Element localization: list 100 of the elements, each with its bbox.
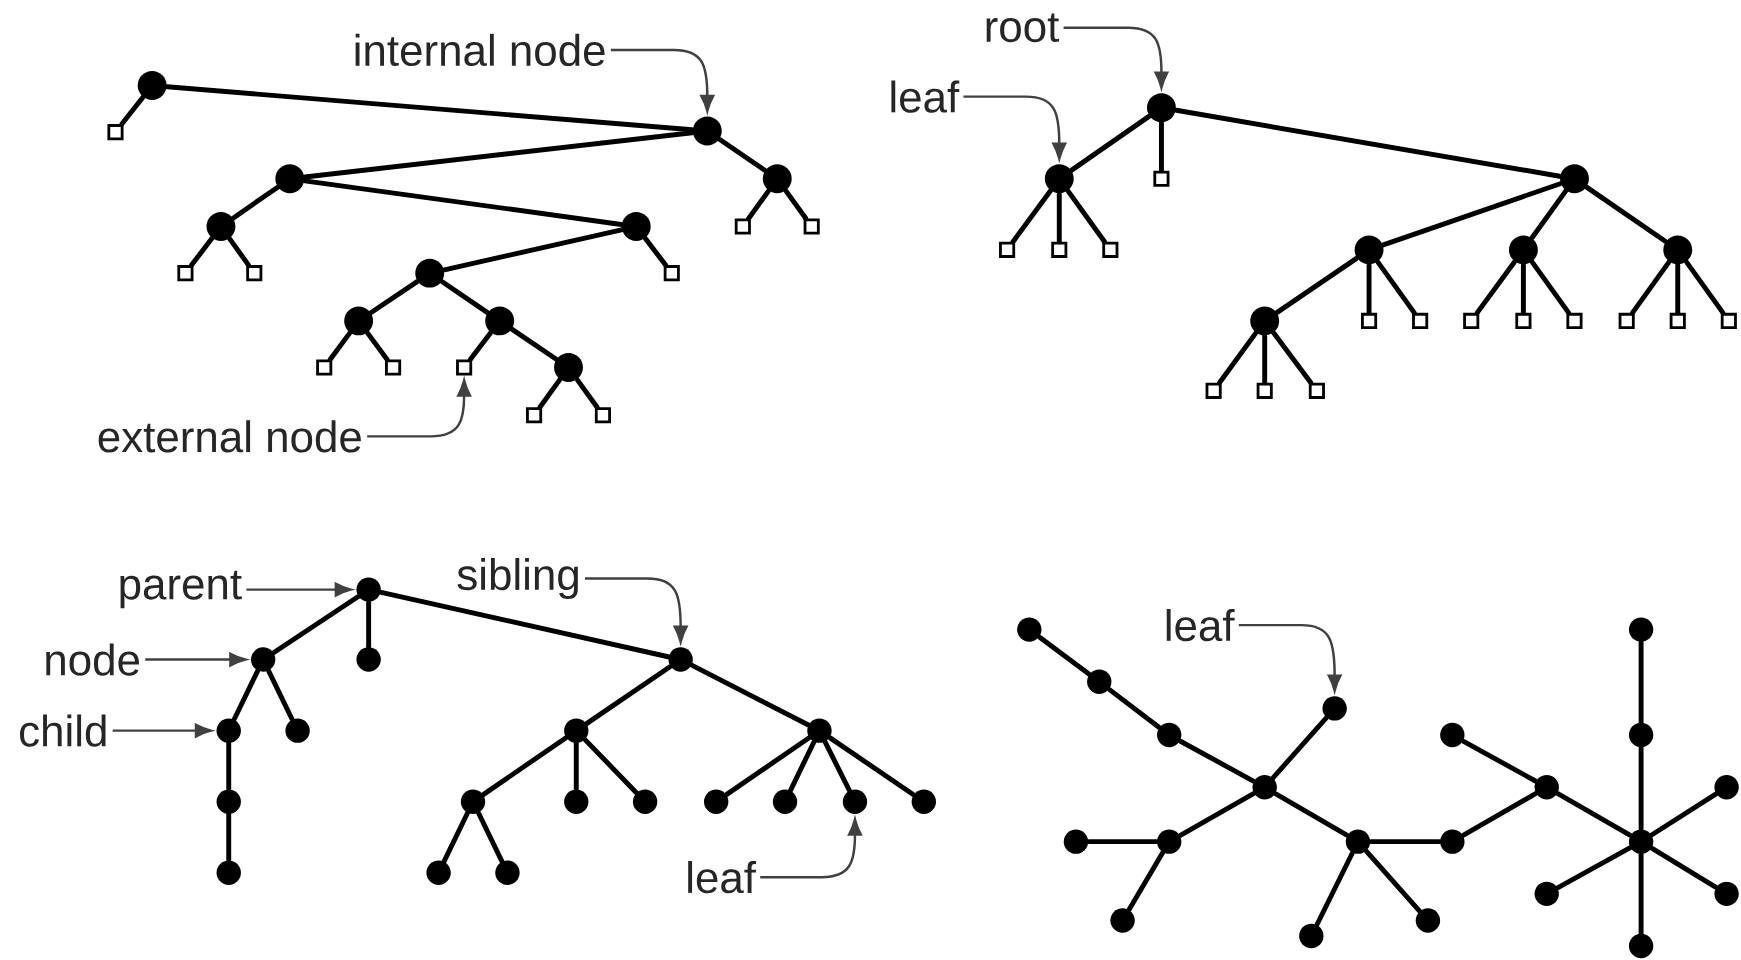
tree-edge xyxy=(1274,255,1359,315)
external-node xyxy=(663,264,680,281)
tree-edge xyxy=(476,810,505,864)
tree-edge xyxy=(164,84,695,133)
tree-edge xyxy=(724,735,812,797)
node-label: sibling xyxy=(457,557,578,599)
tree-node xyxy=(1252,774,1277,800)
tree-edge xyxy=(1173,107,1562,179)
tree-edge xyxy=(1520,262,1526,316)
tree-edge xyxy=(481,735,569,797)
tree-edge xyxy=(1177,790,1256,838)
tree-edge xyxy=(1461,738,1538,784)
tree-edge xyxy=(827,735,916,797)
external-node xyxy=(1153,170,1170,187)
tree-edge xyxy=(1065,188,1108,245)
tree-node xyxy=(1354,235,1384,265)
node-label: leaf xyxy=(688,860,757,894)
tree-edge xyxy=(1649,845,1719,890)
tree-node xyxy=(1345,829,1371,854)
tree-edge xyxy=(1638,745,1644,831)
tree-edge xyxy=(271,594,361,655)
tree-edge xyxy=(1107,686,1162,730)
node-label: node xyxy=(46,643,140,676)
tree-edge xyxy=(302,178,624,227)
external-node xyxy=(385,359,402,376)
external-node xyxy=(246,264,263,281)
tree-edge xyxy=(689,662,811,727)
external-node xyxy=(177,264,194,281)
tree-edge xyxy=(1037,634,1092,677)
tree-node xyxy=(1440,722,1465,748)
node-label: root xyxy=(986,13,1060,42)
external-node xyxy=(594,407,611,424)
tree-edge xyxy=(1675,262,1681,316)
tree-node xyxy=(1063,829,1089,854)
tree-node xyxy=(1044,164,1074,193)
tree-node xyxy=(285,718,310,743)
tree-node xyxy=(807,718,832,743)
node-label: internal node xyxy=(355,33,605,66)
external-node xyxy=(1051,241,1068,258)
tree-edge xyxy=(1638,639,1644,725)
tree-edge xyxy=(1529,259,1572,316)
tree-edge xyxy=(226,811,232,863)
tree-edge xyxy=(1630,259,1672,316)
tree-edge xyxy=(302,130,695,180)
tree-edge xyxy=(266,668,295,722)
node-label: external node xyxy=(98,420,361,453)
tree-edge xyxy=(1474,259,1517,316)
tree-edge xyxy=(1314,850,1355,927)
tree-node xyxy=(692,116,722,146)
tree-edge xyxy=(1529,188,1569,240)
tree-edge xyxy=(365,330,390,362)
tree-node xyxy=(564,789,589,814)
tree-node xyxy=(216,789,241,814)
tree-node xyxy=(1663,235,1693,265)
external-node xyxy=(1205,382,1222,399)
tree-node xyxy=(1508,235,1538,265)
external-node xyxy=(1102,241,1119,258)
tree-edge xyxy=(1178,738,1256,784)
tree-edge xyxy=(746,188,771,221)
external-node xyxy=(1256,382,1273,399)
tree-edge xyxy=(1555,791,1633,838)
tree-node xyxy=(460,789,486,814)
tree-node xyxy=(842,789,868,814)
tree-node xyxy=(426,860,451,885)
tree-edge xyxy=(1461,791,1538,838)
tree-edge xyxy=(1158,120,1164,173)
tree-node xyxy=(1157,829,1182,854)
tree-node xyxy=(206,211,236,241)
tree-node xyxy=(356,577,381,602)
tree-edge xyxy=(1375,259,1417,316)
tree-edge xyxy=(327,330,353,362)
tree-edge xyxy=(368,278,420,315)
external-node xyxy=(734,218,751,235)
node-label: leaf xyxy=(891,80,960,113)
tree-node xyxy=(1628,829,1654,854)
tree-node xyxy=(772,789,798,814)
tree-edge xyxy=(230,184,280,221)
tree-node xyxy=(668,647,693,672)
external-node xyxy=(1463,312,1480,329)
tree-edge xyxy=(1638,851,1644,936)
tree-edge xyxy=(226,740,232,792)
tree-edge xyxy=(1368,839,1442,844)
external-node xyxy=(1720,312,1737,329)
external-node xyxy=(1515,312,1532,329)
tree-node xyxy=(415,258,445,288)
tree-edge xyxy=(1217,330,1259,386)
tree-edge xyxy=(584,664,673,726)
tree-edge xyxy=(1069,113,1152,173)
leader-line xyxy=(367,379,472,438)
external-node xyxy=(1308,382,1325,399)
tree-node xyxy=(1157,722,1182,748)
tree-edge xyxy=(1273,791,1350,838)
tree-edge xyxy=(1555,845,1633,890)
tree-node xyxy=(704,789,729,814)
tree-edge xyxy=(467,330,493,362)
tree-node xyxy=(1628,722,1654,748)
tree-node xyxy=(1628,933,1654,958)
tree-edge xyxy=(573,740,579,792)
node-label: child xyxy=(20,714,106,747)
external-node xyxy=(1412,312,1429,329)
